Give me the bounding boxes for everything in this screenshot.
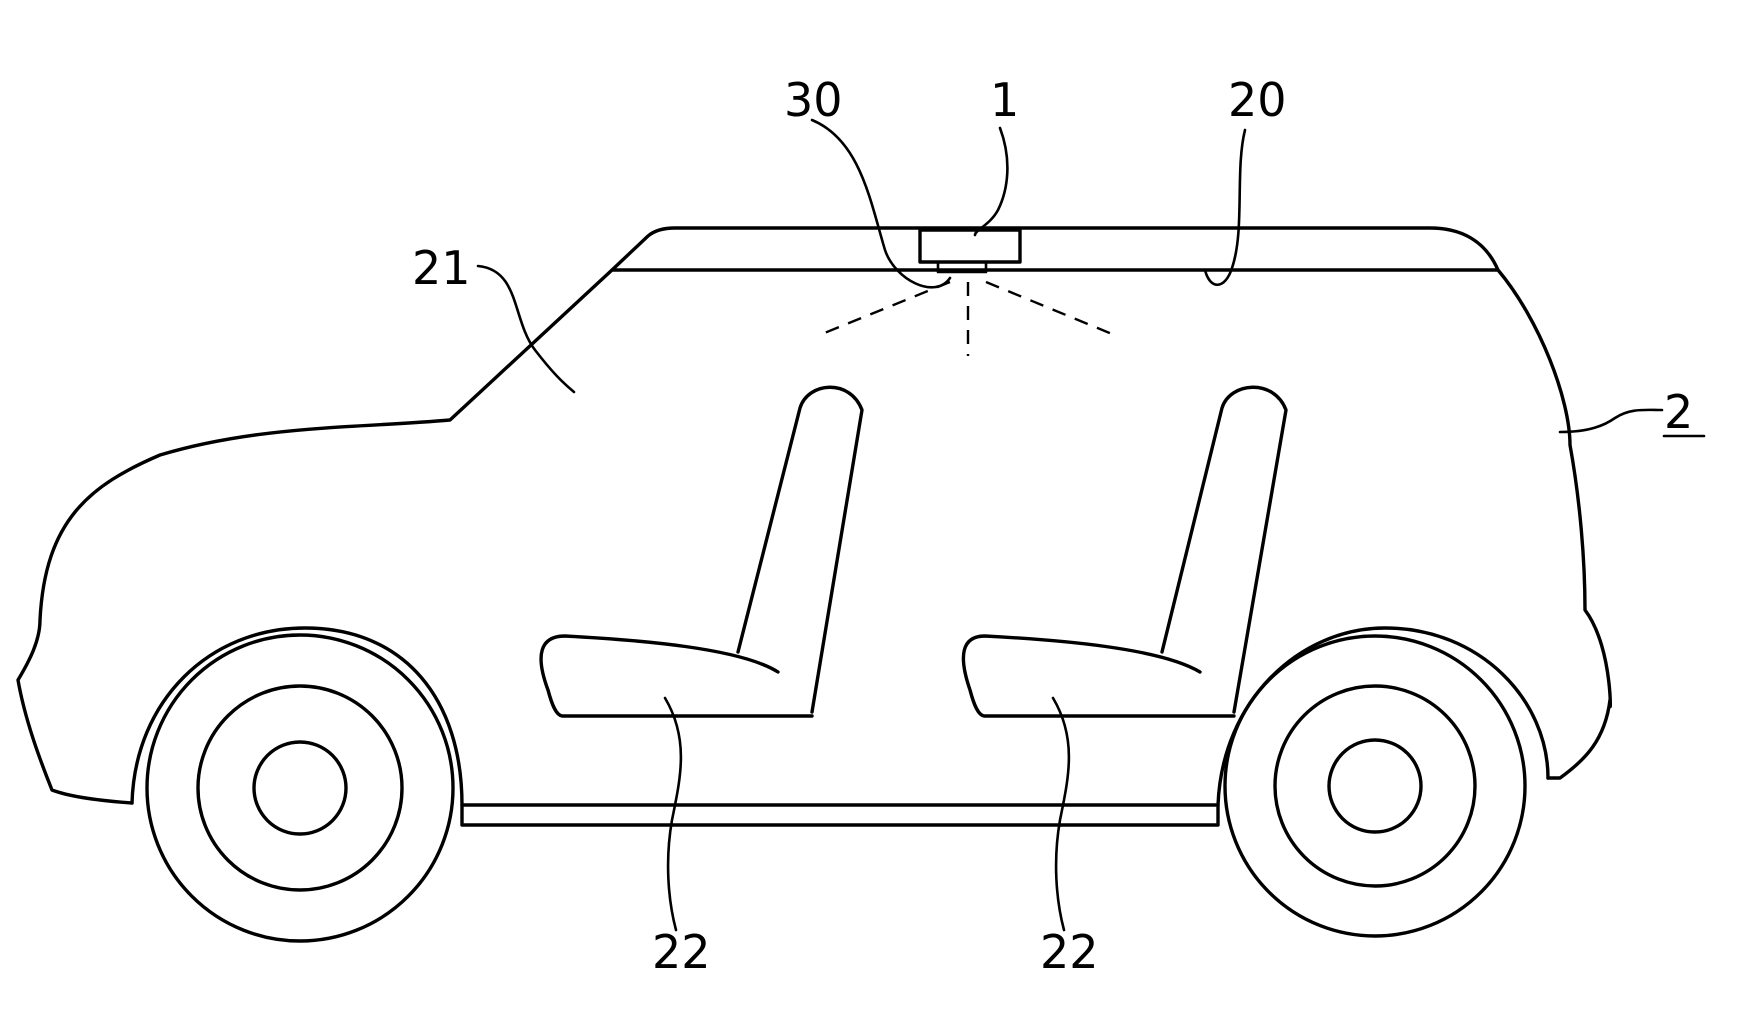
front-wheel-rim xyxy=(198,686,402,890)
front-wheel-hub xyxy=(254,742,346,834)
label-22-rear: 22 xyxy=(1040,925,1099,979)
vehicle-body xyxy=(18,228,1610,825)
leader-22-rear xyxy=(1053,698,1069,930)
rear-wheel-hub xyxy=(1329,740,1421,832)
leader-lines xyxy=(478,120,1662,930)
front-wheel-arch xyxy=(132,628,462,805)
leader-1 xyxy=(975,128,1007,235)
leader-22-front xyxy=(665,698,681,930)
label-1: 1 xyxy=(990,73,1019,127)
rear-tire xyxy=(1225,636,1525,936)
rear-wheel-arch xyxy=(1218,628,1548,805)
label-21: 21 xyxy=(412,241,471,295)
leader-20 xyxy=(1205,130,1245,285)
rocker-panel xyxy=(462,805,1218,825)
label-30: 30 xyxy=(784,73,843,127)
front-wheel xyxy=(132,628,462,941)
rear-seat-cushion xyxy=(963,636,1234,716)
rear-seat xyxy=(963,387,1286,716)
vehicle-body-outline xyxy=(18,270,1610,803)
rear-wheel-rim xyxy=(1275,686,1475,886)
leader-2 xyxy=(1560,410,1662,432)
front-seat xyxy=(541,387,862,716)
detection-ray-right xyxy=(986,282,1112,334)
front-seat-cushion xyxy=(541,636,812,716)
sensor-housing xyxy=(920,230,1020,262)
front-tire xyxy=(147,635,453,941)
label-2: 2 xyxy=(1664,385,1693,439)
rear-wheel xyxy=(1218,628,1548,936)
detection-ray-left xyxy=(822,282,950,334)
sensor-unit xyxy=(822,230,1112,356)
label-22-front: 22 xyxy=(652,925,711,979)
label-20: 20 xyxy=(1228,73,1287,127)
roof-outer-line xyxy=(612,228,1498,270)
leader-21 xyxy=(478,266,574,392)
